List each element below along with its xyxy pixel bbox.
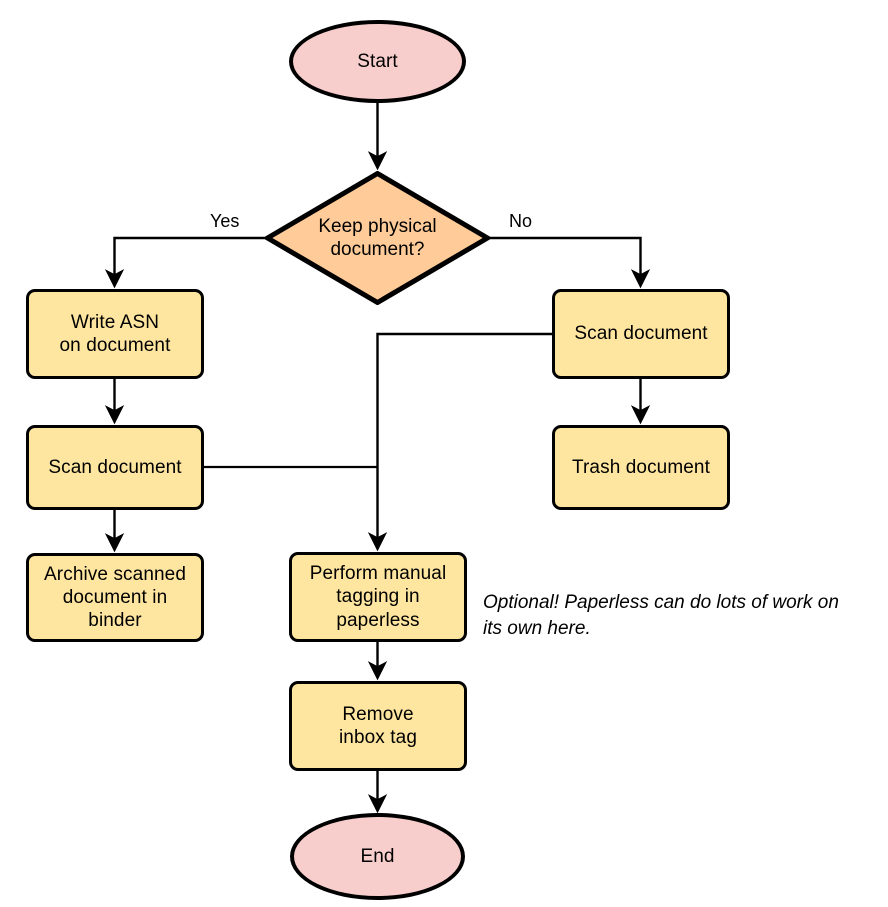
node-decision-label-line1: Keep physical bbox=[318, 215, 437, 237]
annotation-optional-note-line2: its own here. bbox=[483, 617, 591, 639]
node-decision-keep-physical-document[interactable]: Keep physical document? bbox=[265, 171, 490, 305]
node-archive-scanned-document[interactable]: Archive scanned document in binder bbox=[26, 553, 204, 642]
node-end-label: End bbox=[360, 845, 395, 867]
node-write-asn-label: Write ASN on document bbox=[60, 311, 171, 357]
diamond-shape bbox=[265, 171, 490, 305]
node-scan-document-right[interactable]: Scan document bbox=[552, 289, 730, 379]
annotation-optional-note-line1: Optional! Paperless can do lots of work … bbox=[483, 592, 839, 613]
node-scan-document-left-label: Scan document bbox=[48, 456, 182, 478]
node-end[interactable]: End bbox=[290, 813, 465, 900]
annotation-optional-note: Optional! Paperless can do lots of work … bbox=[483, 590, 888, 641]
node-decision-label: Keep physical document? bbox=[318, 215, 436, 261]
node-perform-manual-tagging[interactable]: Perform manual tagging in paperless bbox=[289, 552, 467, 642]
node-remove-inbox-label-line1: Remove bbox=[342, 703, 414, 725]
node-manual-tagging-label-line2: tagging in bbox=[336, 586, 420, 608]
edge-scan-right-to-manual-tagging bbox=[367, 332, 552, 552]
node-remove-inbox-label: Remove inbox tag bbox=[339, 703, 417, 749]
node-manual-tagging-label-line1: Perform manual bbox=[309, 563, 447, 585]
node-archive-label: Archive scanned document in binder bbox=[44, 563, 186, 633]
edge-decision-no-to-scan-right bbox=[490, 236, 651, 289]
node-scan-document-left[interactable]: Scan document bbox=[26, 425, 204, 510]
node-write-asn-label-line2: on document bbox=[59, 335, 171, 356]
node-manual-tagging-label: Perform manual tagging in paperless bbox=[310, 562, 447, 632]
node-archive-label-line3: binder bbox=[88, 610, 142, 632]
node-remove-inbox-label-line2: inbox tag bbox=[338, 727, 417, 748]
node-write-asn-label-line1: Write ASN bbox=[70, 311, 160, 333]
node-write-asn-on-document[interactable]: Write ASN on document bbox=[26, 289, 204, 379]
node-scan-document-right-label: Scan document bbox=[574, 323, 708, 345]
edge-decision-yes-to-write-asn bbox=[104, 236, 265, 289]
node-trash-document[interactable]: Trash document bbox=[552, 425, 730, 510]
node-start[interactable]: Start bbox=[289, 20, 466, 103]
edge-label-no: No bbox=[509, 211, 533, 231]
node-decision-label-line2: document? bbox=[330, 239, 425, 260]
node-trash-document-label: Trash document bbox=[572, 456, 710, 478]
node-archive-label-line1: Archive scanned bbox=[44, 563, 186, 585]
node-remove-inbox-tag[interactable]: Remove inbox tag bbox=[289, 681, 467, 771]
edge-label-yes: Yes bbox=[210, 211, 240, 231]
node-start-label: Start bbox=[357, 50, 398, 72]
node-archive-label-line2: document in bbox=[62, 586, 168, 608]
node-manual-tagging-label-line3: paperless bbox=[336, 609, 420, 631]
